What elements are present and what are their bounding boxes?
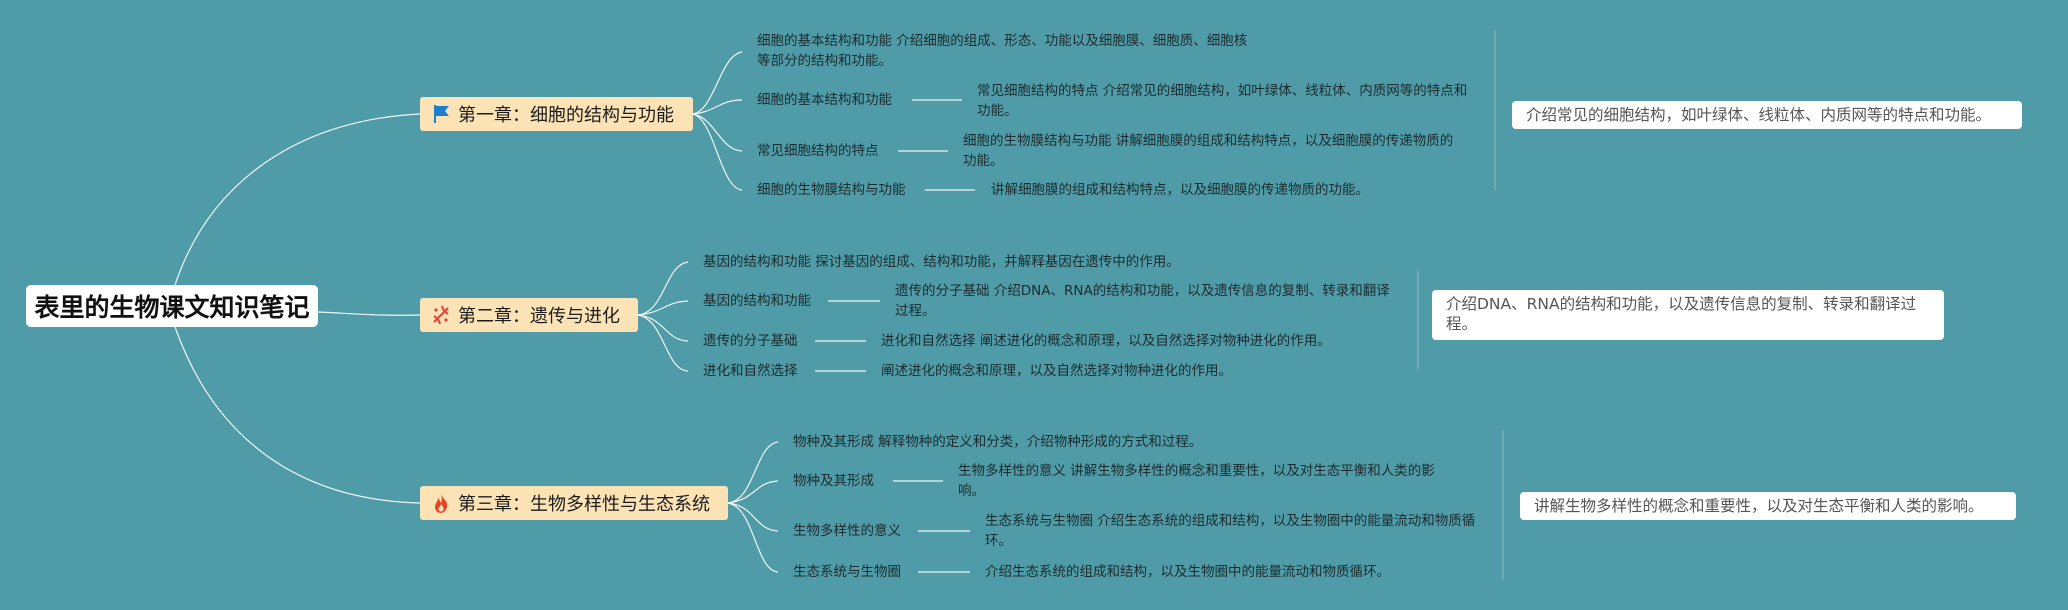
ch2-node-4[interactable]: 进化和自然选择 <box>703 363 798 379</box>
ch3-node-2[interactable]: 物种及其形成 <box>793 473 874 489</box>
dna-icon <box>430 304 452 326</box>
ch2-sub-2[interactable]: 进化和自然选择 阐述进化的概念和原理，以及自然选择对物种进化的作用。 <box>881 333 1331 349</box>
root-node[interactable]: 表里的生物课文知识笔记 <box>26 285 318 327</box>
ch3-node-3[interactable]: 生物多样性的意义 <box>793 523 901 539</box>
ch3-sub-2[interactable]: 生态系统与生物圈 介绍生态系统的组成和结构，以及生物圈中的能量流动和物质循环。 <box>985 513 1476 549</box>
ch1-summary-box[interactable]: 介绍常见的细胞结构，如叶绿体、线粒体、内质网等的特点和功能。 <box>1512 101 2022 129</box>
ch3-sub-3[interactable]: 介绍生态系统的组成和结构，以及生物圈中的能量流动和物质循环。 <box>985 564 1390 580</box>
ch1-sub-3[interactable]: 讲解细胞膜的组成和结构特点，以及细胞膜的传递物质的功能。 <box>991 182 1369 198</box>
ch1-sub-1[interactable]: 常见细胞结构的特点 介绍常见的细胞结构，如叶绿体、线粒体、内质网等的特点和功能。 <box>977 83 1468 119</box>
chapter-2-title: 第二章：遗传与进化 <box>458 306 620 327</box>
chapter-2-node[interactable]: 第二章：遗传与进化 <box>420 298 638 332</box>
ch3-sub-1[interactable]: 生物多样性的意义 讲解生物多样性的概念和重要性，以及对生态平衡和人类的影响。 <box>958 463 1435 499</box>
ch1-node-2[interactable]: 细胞的基本结构和功能 <box>757 92 892 108</box>
ch3-summary-box[interactable]: 讲解生物多样性的概念和重要性，以及对生态平衡和人类的影响。 <box>1520 492 2016 520</box>
ch3-node-1[interactable]: 物种及其形成 解释物种的定义和分类，介绍物种形成的方式和过程。 <box>793 434 1203 450</box>
flag-icon <box>430 103 452 125</box>
chapter-1-title: 第一章：细胞的结构与功能 <box>458 105 674 126</box>
fire-icon <box>430 492 452 514</box>
ch2-node-2[interactable]: 基因的结构和功能 <box>703 293 811 309</box>
chapter-1-node[interactable]: 第一章：细胞的结构与功能 <box>420 97 693 131</box>
chapter-3-node[interactable]: 第三章：生物多样性与生态系统 <box>420 486 728 520</box>
ch2-sub-3[interactable]: 阐述进化的概念和原理，以及自然选择对物种进化的作用。 <box>881 363 1232 379</box>
ch2-node-1[interactable]: 基因的结构和功能 探讨基因的组成、结构和功能，并解释基因在遗传中的作用。 <box>703 254 1180 270</box>
ch2-node-3[interactable]: 遗传的分子基础 <box>703 333 798 349</box>
ch1-node-4[interactable]: 细胞的生物膜结构与功能 <box>757 182 906 198</box>
ch1-node-3[interactable]: 常见细胞结构的特点 <box>757 143 879 159</box>
ch2-summary-box[interactable]: 介绍DNA、RNA的结构和功能，以及遗传信息的复制、转录和翻译过程。 <box>1432 290 1944 340</box>
ch3-node-4[interactable]: 生态系统与生物圈 <box>793 564 901 580</box>
ch1-sub-2[interactable]: 细胞的生物膜结构与功能 讲解细胞膜的组成和结构特点，以及细胞膜的传递物质的功能。 <box>963 133 1454 169</box>
ch1-node-1[interactable]: 细胞的基本结构和功能 介绍细胞的组成、形态、功能以及细胞膜、细胞质、细胞核等部分… <box>757 33 1248 69</box>
chapter-3-title: 第三章：生物多样性与生态系统 <box>458 494 710 515</box>
ch2-sub-1[interactable]: 遗传的分子基础 介绍DNA、RNA的结构和功能，以及遗传信息的复制、转录和翻译过… <box>895 283 1390 319</box>
